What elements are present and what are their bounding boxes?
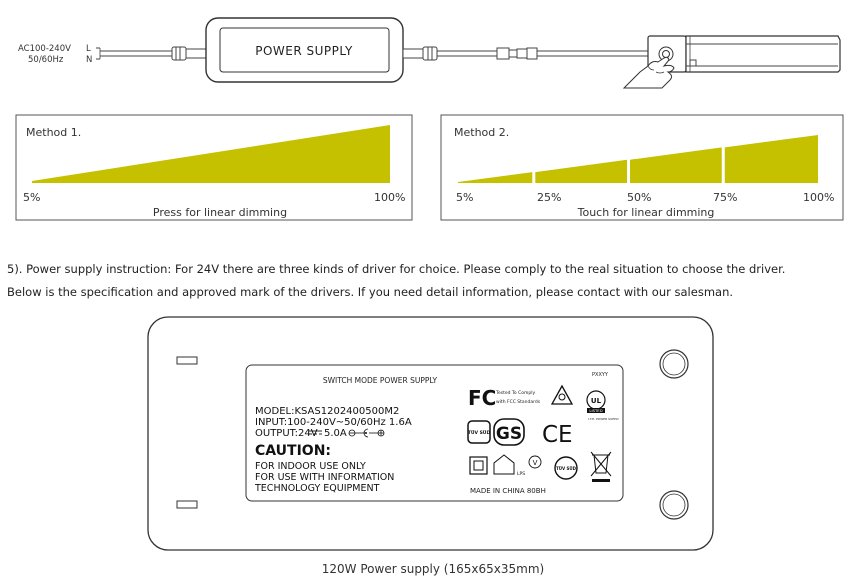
method-1-caption: Press for linear dimming [153,206,287,219]
input-freq-label: 50/60Hz [28,55,64,65]
led-bar [685,35,841,73]
made-in-label: MADE IN CHINA 80BH [470,487,546,495]
svg-text:LPS: LPS [517,471,525,477]
instruction-line-2: Below is the specification and approved … [7,285,734,299]
method-2-caption: Touch for linear dimming [577,206,715,219]
indoor-use-icon: LPS [493,454,525,477]
method-1-min-label: 5% [23,191,40,204]
wiring-diagram: AC100-240V L 50/60Hz N POWER SUPPLY [18,17,841,89]
method-1-max-label: 100% [374,191,405,204]
pointing-hand-icon [622,56,675,89]
efficiency-v-icon: V [528,455,542,469]
ce-mark-icon: CE [542,422,573,448]
label-header: SWITCH MODE POWER SUPPLY [323,376,438,385]
mount-slot-top [176,356,198,365]
method-2-tick-100: 100% [803,191,834,204]
dimming-methods: Method 1. 5% 100% Press for linear dimmi… [15,114,844,221]
gs-mark-icon: GS [493,418,525,446]
method-1-panel: Method 1. 5% 100% Press for linear dimmi… [15,114,413,221]
method-2-ramp-segment [458,172,533,183]
tuv-sud-small-icon: TÜV SÜD [554,456,578,480]
power-supply-label: POWER SUPPLY [255,44,353,58]
method-1-ramp [32,125,390,183]
method-2-tick-50: 50% [627,191,651,204]
weee-bin-icon [590,451,612,482]
method-2-ramp-segment [630,147,722,183]
mount-slot-bottom [176,500,198,509]
method-2-panel: Method 2. 5% 25% 50% 75% 100% Touch for … [440,114,844,221]
safety-triangle-icon [550,384,574,405]
fcc-line-2: with FCC Standards [496,399,541,405]
svg-text:TÜV SÜD: TÜV SÜD [556,466,577,471]
product-caption: 120W Power supply (165x65x35mm) [321,562,545,576]
method-2-ramp-segment [724,135,818,183]
power-supply-drawing: SWITCH MODE POWER SUPPLY PXXYY MODEL:KSA… [147,316,714,551]
class-ii-icon [469,456,488,475]
method-2-tick-25: 25% [537,191,561,204]
svg-text:GS: GS [496,424,522,444]
caution-line-2: FOR USE WITH INFORMATION [255,472,394,483]
ul-listed-icon: UL LISTED I.T.E. POWER SUPPLY [586,390,619,421]
method-1-title: Method 1. [26,126,81,139]
caution-line-3: TECHNOLOGY EQUIPMENT [254,483,380,494]
spec-label [245,364,624,502]
input-l-label: L [86,44,91,54]
caution-title: CAUTION: [255,443,331,459]
mount-hole-bottom [659,490,689,520]
mount-hole-top [659,349,689,379]
label-input: INPUT:100-240V~50/60Hz 1.6A [255,417,412,428]
method-2-ramp [458,135,818,183]
input-voltage-label: AC100-240V [18,44,71,54]
fcc-line-1: Tested To Comply [495,390,535,396]
caution-line-1: FOR INDOOR USE ONLY [255,461,366,472]
method-2-ramp-segment [535,159,628,183]
label-output-current: 5.0A [324,428,347,439]
label-output: OUTPUT:24V [255,428,318,439]
instruction-line-1: 5). Power supply instruction: For 24V th… [7,262,786,276]
method-2-tick-5: 5% [456,191,473,204]
method-2-title: Method 2. [454,126,509,139]
svg-text:FC: FC [468,386,496,410]
svg-text:TÜV SÜD: TÜV SÜD [468,429,491,436]
dc-connector [496,47,510,60]
label-model: MODEL:KSAS1202400500M2 [255,406,399,417]
input-n-label: N [86,55,92,65]
svg-text:V: V [533,459,538,467]
ul-note: I.T.E. POWER SUPPLY [588,417,619,421]
svg-text:LISTED: LISTED [589,408,602,413]
polarity-icon [348,428,385,438]
method-2-tick-75: 75% [713,191,737,204]
fcc-mark-icon: FC Tested To Comply with FCC Standards [468,386,541,410]
label-code: PXXYY [592,372,609,378]
tuv-sud-icon: TÜV SÜD [467,420,491,444]
svg-text:UL: UL [591,397,602,405]
